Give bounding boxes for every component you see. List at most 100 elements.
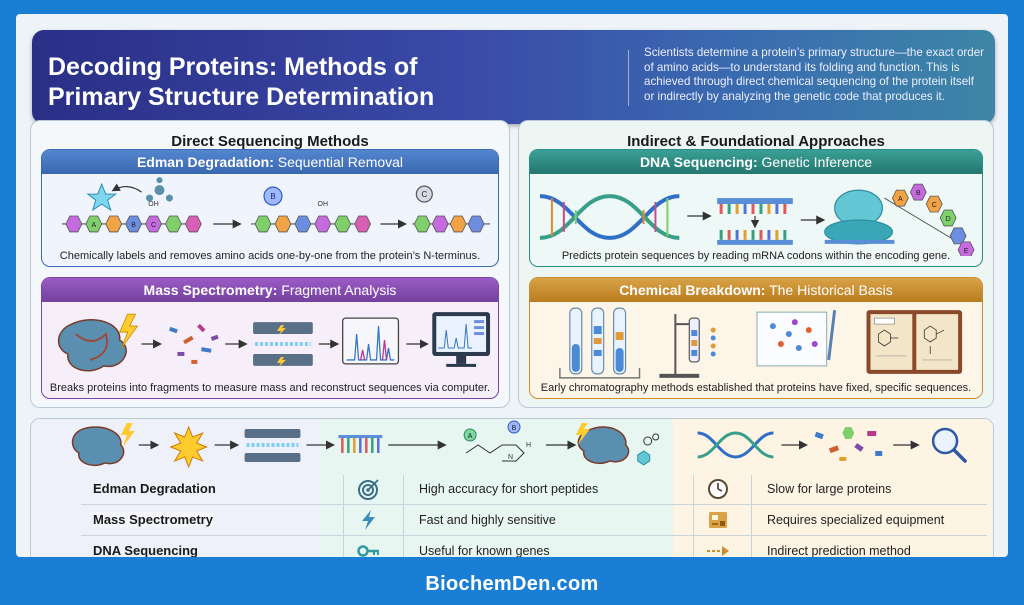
dna-strip-icon xyxy=(697,431,774,459)
ion-chamber-icon xyxy=(253,322,313,367)
indirect-approaches-panel: Indirect & Foundational Approaches DNA S… xyxy=(518,120,994,408)
mass-spec-illustration xyxy=(57,312,491,372)
row-divider-2 xyxy=(81,535,987,536)
flow-label-h: H xyxy=(526,442,531,449)
column-stand-icon xyxy=(659,314,716,378)
label-c-removed: C xyxy=(421,190,427,199)
title-line-1: Decoding Proteins: Methods of xyxy=(48,53,418,81)
lightning-icon xyxy=(362,510,375,530)
intro-description: Scientists determine a protein’s primary… xyxy=(644,46,985,103)
residue-label-b: B xyxy=(131,222,136,229)
peptide-chain-2-icon: B OH xyxy=(251,186,372,233)
indirect-approaches-heading: Indirect & Foundational Approaches xyxy=(627,133,885,150)
lightning-icon xyxy=(119,313,139,349)
dna-caption: Predicts protein sequences by reading mR… xyxy=(561,250,951,262)
dna-illustration: A B C D E xyxy=(539,183,975,256)
sequence-bars-icon xyxy=(338,435,383,453)
comparison-panel: A B N H xyxy=(30,418,994,557)
comparison-row: Mass Spectrometry Fast and highly sensit… xyxy=(31,505,993,535)
title-banner: Decoding Proteins: Methods of Primary St… xyxy=(32,30,995,124)
mass-caption: Breaks proteins into fragments to measur… xyxy=(49,382,491,394)
magnifier-icon xyxy=(931,427,967,463)
col-divider-2 xyxy=(403,475,404,557)
direct-methods-heading: Direct Sequencing Methods xyxy=(171,133,369,150)
page-title: Decoding Proteins: Methods of Primary St… xyxy=(48,52,608,112)
workflow-strip: A B N H xyxy=(71,420,967,469)
chem-card-header: Chemical Breakdown: The Historical Basis xyxy=(530,278,982,302)
chemical-breakdown-card: Chemical Breakdown: The Historical Basis xyxy=(529,277,983,399)
scattered-fragments-icon xyxy=(814,427,883,461)
chain-label-a: A xyxy=(898,196,903,203)
target-icon xyxy=(358,479,379,500)
comparison-row: DNA Sequencing Useful for known genes In… xyxy=(31,536,993,557)
reagent-molecule-icon xyxy=(146,177,173,202)
infographic-frame: Decoding Proteins: Methods of Primary St… xyxy=(16,14,1008,557)
dna-sequencing-card: DNA Sequencing: Genetic Inference xyxy=(529,149,983,267)
dna-title-rest: Genetic Inference xyxy=(757,154,873,170)
lab-notebook-icon xyxy=(866,310,963,374)
edman-title-bold: Edman Degradation: xyxy=(136,154,274,170)
advantage-text: High accuracy for short peptides xyxy=(419,482,599,496)
flow-label-b: B xyxy=(512,425,517,432)
comparison-row: Edman Degradation High accuracy for shor… xyxy=(31,474,993,504)
chem-title-rest: The Historical Basis xyxy=(765,282,893,298)
instrument-icon xyxy=(709,512,727,528)
col-divider-1 xyxy=(343,475,344,557)
mass-card-header: Mass Spectrometry: Fragment Analysis xyxy=(42,278,498,302)
chamber-strip-icon xyxy=(244,429,301,462)
chain-label-d: D xyxy=(946,216,951,223)
method-name: Edman Degradation xyxy=(93,481,216,496)
col-divider-4 xyxy=(751,475,752,557)
chem-title-bold: Chemical Breakdown: xyxy=(619,282,766,298)
method-name: DNA Sequencing xyxy=(93,543,198,557)
chromatography-paper-icon xyxy=(756,309,837,367)
edman-title-rest: Sequential Removal xyxy=(273,154,404,170)
mass-title-rest: Fragment Analysis xyxy=(277,282,397,298)
test-tubes-icon xyxy=(559,307,641,379)
edman-card: Edman Degradation: Sequential Removal A … xyxy=(41,149,499,267)
dna-helix-icon xyxy=(539,194,680,240)
advantage-text: Fast and highly sensitive xyxy=(419,513,556,527)
protein-gear-icon xyxy=(575,423,660,466)
direct-methods-panel: Direct Sequencing Methods Edman Degradat… xyxy=(30,120,510,408)
title-line-2: Primary Structure Determination xyxy=(48,83,435,111)
peptide-chain-3-icon: C xyxy=(412,185,491,233)
mass-title-bold: Mass Spectrometry: xyxy=(143,282,278,298)
burst-icon xyxy=(169,425,208,469)
method-name: Mass Spectrometry xyxy=(93,512,213,527)
advantage-text: Useful for known genes xyxy=(419,544,550,557)
fragments-icon xyxy=(169,323,219,364)
protein-icon xyxy=(71,426,125,467)
col-divider-3 xyxy=(693,475,694,557)
limitation-text: Indirect prediction method xyxy=(767,544,911,557)
computer-monitor-icon xyxy=(432,312,491,367)
label-b-removed: B xyxy=(270,192,275,201)
chain-label-b: B xyxy=(916,190,921,197)
chem-caption: Early chromatography methods established… xyxy=(540,382,972,394)
chem-illustration xyxy=(559,307,963,379)
edman-illustration: A B C OH B xyxy=(61,177,491,233)
footer-site-name: BiochemDen.com xyxy=(425,573,599,595)
oh-label-2: OH xyxy=(318,201,328,208)
limitation-text: Slow for large proteins xyxy=(767,482,892,496)
dna-title-bold: DNA Sequencing: xyxy=(639,154,758,170)
row-divider-1 xyxy=(81,504,987,505)
peptide-chain-1-icon: A B C OH xyxy=(61,201,202,233)
flow-label-n: N xyxy=(508,454,513,461)
amino-acid-chain-icon xyxy=(884,183,975,256)
dashed-arrow-icon xyxy=(707,546,729,556)
lightning-strip-icon xyxy=(120,423,135,447)
protein-blob-icon xyxy=(57,319,127,372)
mrna-strand-icon xyxy=(717,198,793,245)
residue-label-c: C xyxy=(151,222,156,229)
key-icon xyxy=(357,545,379,557)
mass-spec-card: Mass Spectrometry: Fragment Analysis xyxy=(41,277,499,399)
spectrum-chart-icon xyxy=(342,317,400,365)
residue-label-a: A xyxy=(91,222,96,229)
limitation-text: Requires specialized equipment xyxy=(767,513,945,527)
oh-label: OH xyxy=(148,201,158,208)
chain-label-e: E xyxy=(964,248,969,255)
flow-label-a: A xyxy=(468,433,473,440)
reaction-structure-icon: A B N H xyxy=(463,420,531,462)
chain-label-c: C xyxy=(932,202,937,209)
